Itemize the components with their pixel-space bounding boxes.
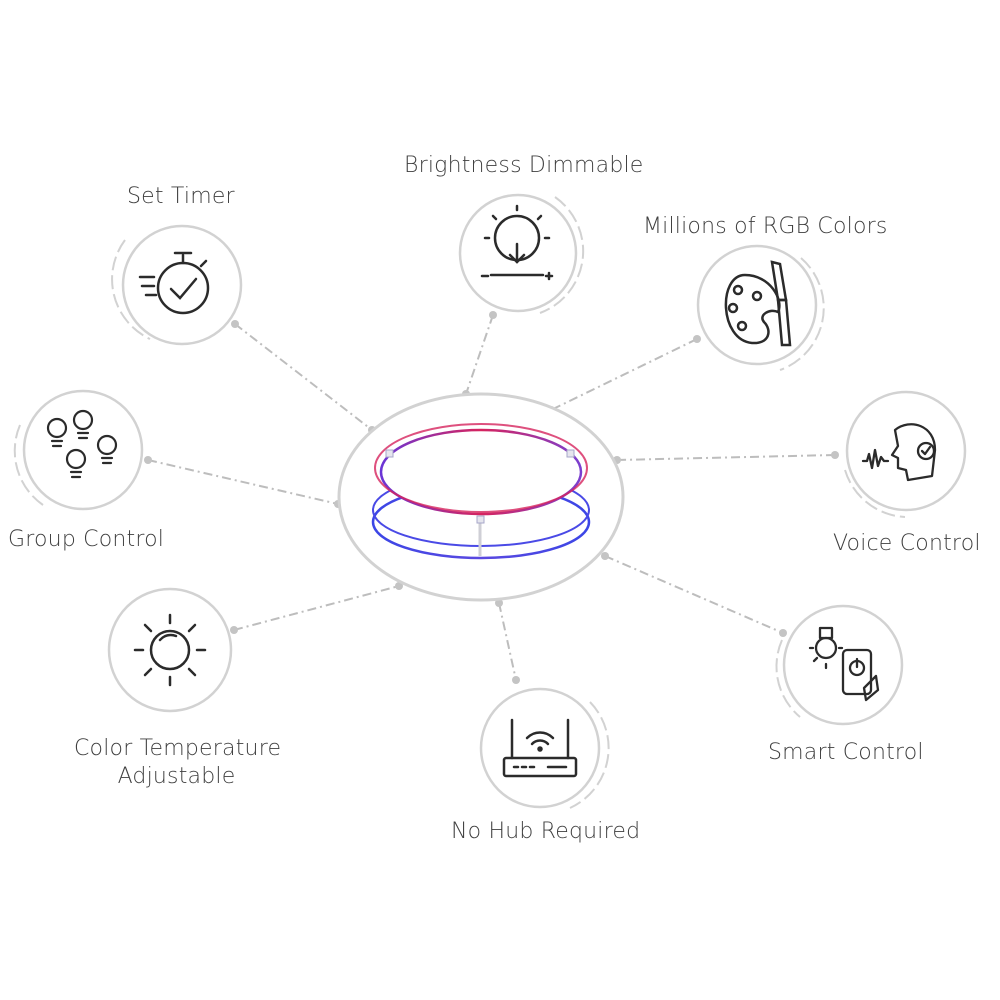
connector-rgb — [550, 338, 698, 411]
connector-brightness — [465, 314, 494, 395]
feature-group-control — [13, 389, 144, 511]
feature-rgb-colors — [696, 244, 825, 371]
feature-no-hub — [479, 687, 610, 809]
connector-group — [147, 459, 339, 505]
connector-lines — [147, 314, 836, 681]
feature-smart-control — [775, 604, 904, 726]
dimmable-bulb-icon — [480, 204, 554, 281]
connector-set-timer — [234, 323, 373, 431]
feature-brightness — [458, 193, 585, 314]
stopwatch-icon — [138, 251, 210, 315]
router-icon — [502, 718, 578, 778]
feature-voice-control — [844, 390, 967, 518]
connector-no-hub — [498, 602, 517, 681]
sun-icon — [133, 613, 207, 687]
feature-set-timer — [111, 224, 243, 346]
label-group-control: Group Control — [8, 527, 165, 552]
label-no-hub-required: No Hub Required — [451, 819, 641, 844]
connector-color-temp — [233, 585, 400, 631]
label-brightness-dimmable: Brightness Dimmable — [404, 153, 644, 178]
center-lamp — [337, 392, 625, 602]
label-smart-control: Smart Control — [768, 740, 924, 765]
phone-bulb-icon — [808, 626, 880, 702]
palette-icon — [724, 260, 792, 347]
label-color-temperature-line2: Adjustable — [117, 764, 236, 789]
connector-smart — [604, 555, 784, 634]
bulbs-icon — [46, 409, 118, 479]
label-voice-control: Voice Control — [833, 531, 981, 556]
label-rgb-colors: Millions of RGB Colors — [643, 214, 888, 239]
connector-voice — [616, 454, 836, 461]
voice-head-icon — [861, 423, 937, 482]
feature-color-temperature — [107, 587, 233, 713]
label-color-temperature: Color Temperature Adjustable — [74, 736, 282, 789]
label-color-temperature-line1: Color Temperature — [74, 736, 282, 761]
label-set-timer: Set Timer — [127, 184, 235, 209]
